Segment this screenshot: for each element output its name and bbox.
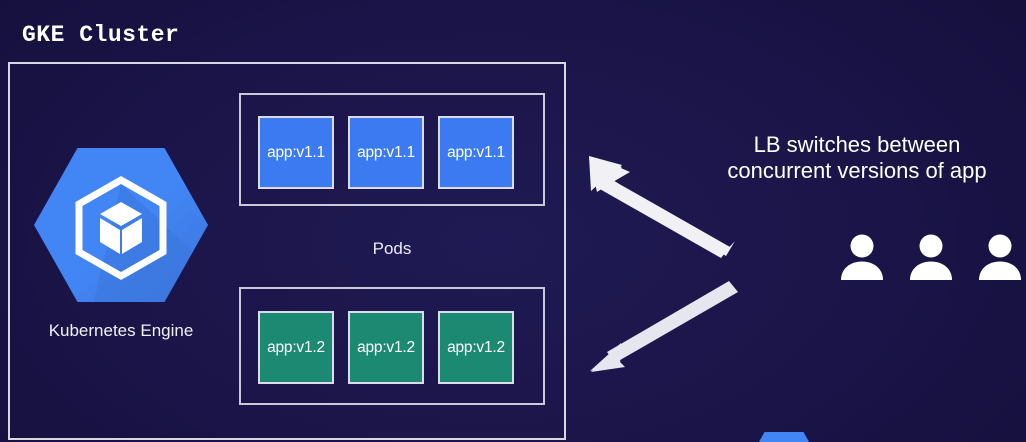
pod-v12[interactable]: app:v1.2 xyxy=(438,311,514,384)
load-balancer-node[interactable]: Load Balancer xyxy=(744,429,824,442)
pod-v11[interactable]: app:v1.1 xyxy=(438,116,514,189)
callout-line-1: LB switches between xyxy=(753,132,961,157)
pods-label: Pods xyxy=(372,239,412,258)
kubernetes-engine-label: Kubernetes Engine xyxy=(48,321,194,340)
user-icon xyxy=(910,234,952,280)
callout-line-2: concurrent versions of app xyxy=(727,157,987,183)
pod-group-v12 xyxy=(239,287,545,405)
gke-cluster-boundary xyxy=(8,62,566,440)
pod-v11[interactable]: app:v1.1 xyxy=(348,116,424,189)
pod-label: app:v1.1 xyxy=(357,143,415,161)
load-balancer-hexagon-icon xyxy=(758,432,810,442)
arrow-lb-to-v12 xyxy=(590,281,738,372)
kubernetes-engine-hexagon-icon xyxy=(34,148,208,302)
pod-label: app:v1.1 xyxy=(267,143,325,161)
user-icon xyxy=(979,234,1021,280)
callout-text: LB switches between concurrent versions … xyxy=(692,132,1022,184)
pod-v11[interactable]: app:v1.1 xyxy=(258,116,334,189)
pod-label: app:v1.1 xyxy=(447,143,505,161)
pod-row-v12: app:v1.2 app:v1.2 app:v1.2 xyxy=(258,311,514,384)
pod-v12[interactable]: app:v1.2 xyxy=(348,311,424,384)
pod-v12[interactable]: app:v1.2 xyxy=(258,311,334,384)
page-title: GKE Cluster xyxy=(22,22,180,48)
pod-label: app:v1.2 xyxy=(267,338,325,356)
users-group xyxy=(838,232,1024,280)
pod-label: app:v1.2 xyxy=(357,338,415,356)
pod-row-v11: app:v1.1 app:v1.1 app:v1.1 xyxy=(258,116,514,189)
pod-group-v11 xyxy=(239,93,545,206)
pod-label: app:v1.2 xyxy=(447,338,505,356)
user-icon xyxy=(841,234,883,280)
kubernetes-engine-node[interactable]: Kubernetes Engine xyxy=(32,140,210,341)
